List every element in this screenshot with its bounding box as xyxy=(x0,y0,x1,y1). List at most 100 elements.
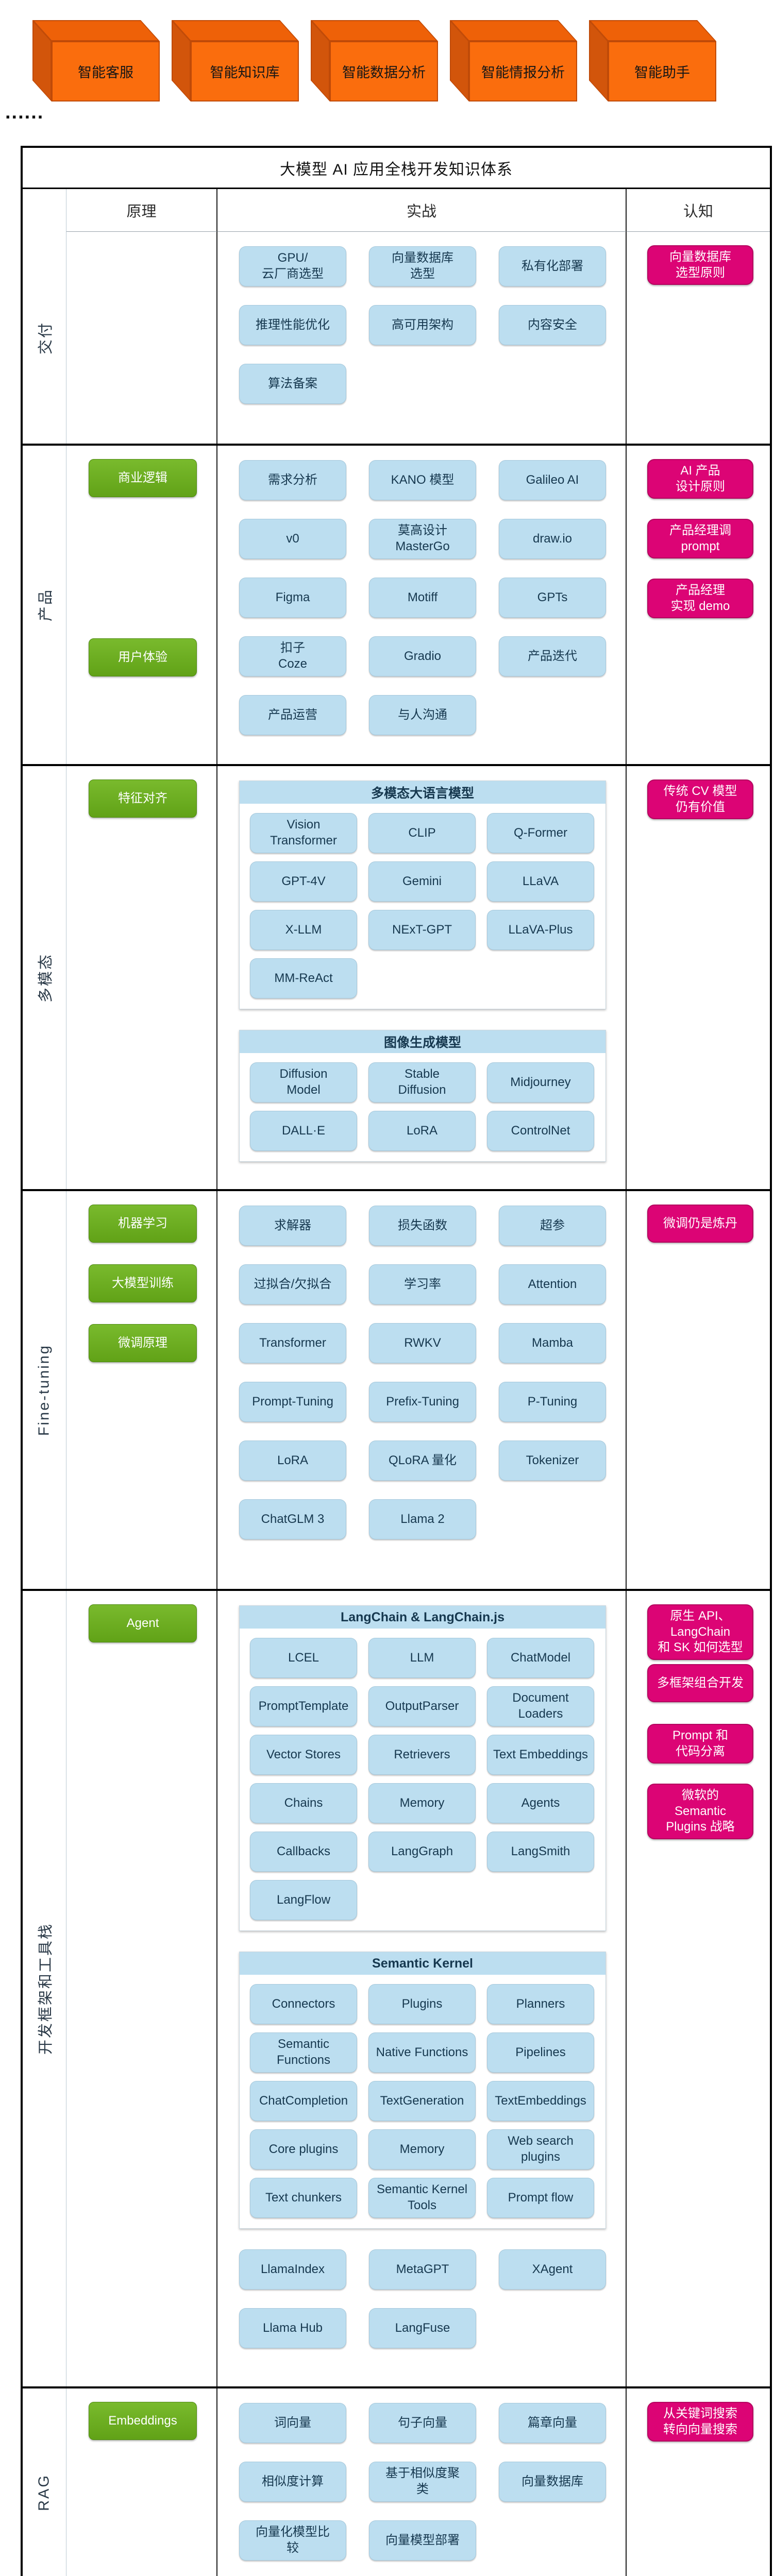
practice-box: X-LLM xyxy=(250,910,357,950)
table-title-row: 大模型 AI 应用全栈开发知识体系 xyxy=(23,148,770,189)
practice-box: Prompt-Tuning xyxy=(239,1382,346,1422)
practice-box: LoRA xyxy=(239,1440,346,1481)
cognition-box: 产品经理调 prompt xyxy=(647,519,753,559)
principle-cell: 商业逻辑用户体验 xyxy=(66,446,217,764)
practice-box: 相似度计算 xyxy=(239,2462,346,2502)
cube-top-face xyxy=(32,20,160,41)
app-cube-2: 智能数据分析 xyxy=(311,20,438,101)
table-header-row: 原理 实战 认知 xyxy=(23,189,770,232)
practice-box: 超参 xyxy=(499,1206,606,1246)
practice-box-label: 求解器 xyxy=(274,1218,311,1232)
practice-box-label: 推理性能优化 xyxy=(256,317,330,332)
cognition-box-label: 微软的 Semantic Plugins 战略 xyxy=(666,1788,735,1834)
cognition-box: 产品经理 实现 demo xyxy=(647,579,753,619)
principle-box: 商业逻辑 xyxy=(89,459,197,497)
cognition-box: 多框架组合开发 xyxy=(647,1664,753,1702)
principle-box: 微调原理 xyxy=(89,1324,197,1362)
practice-box-label: Core plugins xyxy=(268,2142,339,2156)
section-label-cell: Fine-tuning xyxy=(23,1191,66,1589)
practice-box: Memory xyxy=(368,1783,476,1823)
practice-box-label: Native Functions xyxy=(376,2045,468,2059)
practice-box-label: TextGeneration xyxy=(380,2093,464,2108)
practice-box-label: ChatGLM 3 xyxy=(261,1512,325,1526)
practice-box-label: Text chunkers xyxy=(265,2190,342,2205)
header-practice-cell: 实战 xyxy=(217,189,627,232)
practice-box-label: GPU/ 云厂商选型 xyxy=(262,251,324,281)
practice-box-label: 词向量 xyxy=(274,2415,311,2430)
practice-box: 向量数据库 xyxy=(499,2462,606,2502)
practice-box-label: GPT-4V xyxy=(281,874,326,888)
practice-box-label: TextEmbeddings xyxy=(495,2093,586,2108)
principle-box-label: 机器学习 xyxy=(118,1216,167,1230)
practice-group-row: Core plugins Memory Web search plugins xyxy=(250,2129,595,2170)
practice-box: ChatGLM 3 xyxy=(239,1499,346,1539)
app-cube-1: 智能知识库 xyxy=(172,20,299,101)
cube-top-face xyxy=(450,20,577,41)
practice-box-label: LLaVA-Plus xyxy=(508,922,573,937)
practice-box: 篇章向量 xyxy=(499,2403,606,2443)
practice-box: OutputParser xyxy=(368,1686,476,1726)
practice-box: Memory xyxy=(368,2129,476,2170)
practice-box: LoRA xyxy=(368,1111,476,1151)
practice-box: Llama 2 xyxy=(369,1499,476,1539)
practice-box-label: 向量数据库 xyxy=(521,2474,583,2488)
practice-box-label: Tokenizer xyxy=(526,1453,579,1467)
practice-box: TextEmbeddings xyxy=(487,2081,594,2121)
header-principle-cell: 原理 xyxy=(66,189,217,232)
practice-box: Tokenizer xyxy=(499,1440,606,1481)
principle-cell: Agent xyxy=(66,1591,217,2386)
practice-box-label: 莫高设计 MasterGo xyxy=(395,523,450,553)
practice-box: ChatModel xyxy=(487,1638,594,1678)
practice-box-label: 向量化模型比 较 xyxy=(256,2525,330,2555)
practice-box: 向量化模型比 较 xyxy=(239,2520,346,2561)
cognition-box-label: 产品经理 实现 demo xyxy=(670,583,730,613)
practice-box: 莫高设计 MasterGo xyxy=(369,519,476,559)
practice-box: TextGeneration xyxy=(368,2081,476,2121)
header-corner-cell xyxy=(23,189,66,232)
practice-box-label: 超参 xyxy=(540,1218,565,1232)
practice-box-label: MetaGPT xyxy=(396,2262,449,2276)
practice-box: Connectors xyxy=(250,1984,357,2024)
practice-row: 推理性能优化高可用架构内容安全 xyxy=(239,305,626,345)
practice-box: Web search plugins xyxy=(487,2129,594,2170)
practice-box-label: 过拟合/欠拟合 xyxy=(254,1277,332,1291)
practice-box: 推理性能优化 xyxy=(239,305,346,345)
practice-box-label: 私有化部署 xyxy=(521,259,583,273)
practice-box-label: LangSmith xyxy=(511,1844,570,1858)
practice-box: LLaVA-Plus xyxy=(487,910,594,950)
cube-label: 智能知识库 xyxy=(210,65,280,80)
practice-box-label: Mamba xyxy=(531,1335,574,1350)
practice-box-label: Prompt-Tuning xyxy=(252,1394,333,1409)
principle-cell xyxy=(66,232,217,444)
practice-box-label: Web search plugins xyxy=(508,2134,574,2164)
practice-box: Figma xyxy=(239,578,346,618)
practice-box: 向量模型部署 xyxy=(369,2520,476,2561)
practice-box-label: Figma xyxy=(275,590,310,604)
principle-box-label: Embeddings xyxy=(108,2413,177,2428)
cube-label: 智能情报分析 xyxy=(481,65,565,80)
practice-box-label: draw.io xyxy=(532,531,573,546)
practice-group-title: 多模态大语言模型 xyxy=(240,781,605,804)
practice-box-label: Vision Transformer xyxy=(270,818,337,848)
app-cubes: 智能客服智能知识库智能数据分析智能情报分析智能助手 xyxy=(0,0,774,101)
practice-box: Retrievers xyxy=(368,1735,476,1775)
practice-group-title-label: LangChain & LangChain.js xyxy=(340,1609,505,1624)
practice-box-label: LangGraph xyxy=(391,1844,453,1858)
practice-box: Gradio xyxy=(369,636,476,676)
